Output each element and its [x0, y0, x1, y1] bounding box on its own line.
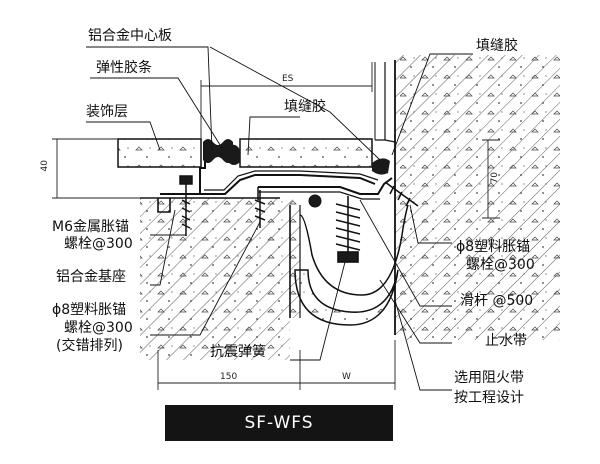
label-fire-belt-1: 选用阻火带 — [454, 370, 524, 386]
filler-bead — [308, 194, 322, 208]
dim-w: W — [342, 372, 351, 382]
label-decor-layer: 装饰层 — [86, 104, 128, 120]
label-phi8-right-1: ϕ8塑料胀锚 — [456, 239, 531, 255]
rubber-strip — [203, 139, 390, 175]
label-phi8-left-2: 螺栓@300 — [64, 320, 133, 336]
label-filler-top: 填缝胶 — [476, 38, 518, 54]
waterstop — [294, 204, 409, 326]
wall — [374, 55, 560, 340]
leaders — [86, 46, 473, 391]
label-al-center-plate: 铝合金中心板 — [88, 28, 172, 44]
model-title: SF-WFS — [165, 405, 393, 441]
label-phi8-left-3: (交错排列) — [56, 338, 123, 354]
dim-es: ES — [282, 74, 294, 84]
spring — [335, 196, 361, 263]
label-m6-anchor-2: 螺栓@300 — [64, 236, 133, 252]
dim-70: 70 — [490, 172, 500, 184]
label-spring: 抗震弹簧 — [210, 344, 266, 360]
label-phi8-right-2: 螺栓@300 — [466, 257, 535, 273]
floor-slab — [140, 197, 301, 360]
label-fire-belt-2: 按工程设计 — [454, 390, 524, 406]
label-m6-anchor-1: M6金属胀锚 — [52, 219, 129, 235]
label-slide-bar: 滑杆 @500 — [460, 293, 534, 309]
decor-layer — [117, 138, 373, 168]
dim-40: 40 — [40, 160, 50, 172]
label-filler-mid: 填缝胶 — [284, 99, 326, 115]
label-phi8-left-1: ϕ8塑料胀锚 — [52, 302, 127, 318]
label-elastic-strip: 弹性胶条 — [96, 60, 152, 76]
dim-150: 150 — [220, 372, 238, 382]
label-al-base: 铝合金基座 — [56, 269, 126, 285]
anchors — [179, 175, 419, 236]
dimensions — [52, 62, 500, 390]
label-waterstop: 止水带 — [485, 333, 527, 349]
